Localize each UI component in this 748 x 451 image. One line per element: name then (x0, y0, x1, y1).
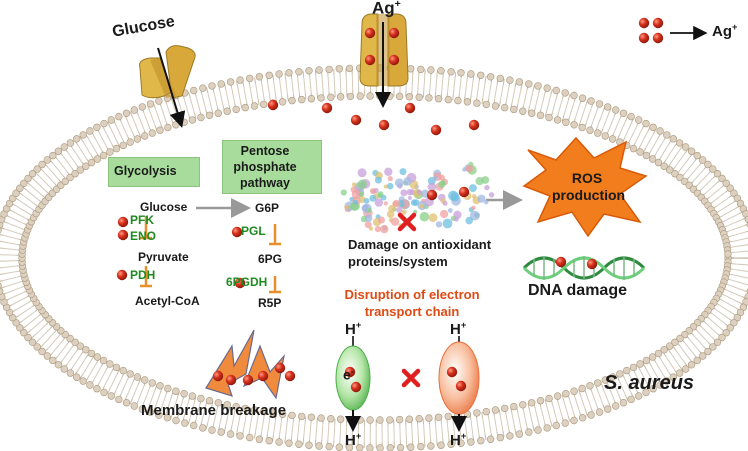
metabolite-6pg: 6PG (258, 252, 283, 266)
proton-top-green: H+ (345, 320, 362, 338)
silver-ion (586, 258, 598, 270)
electron-label: e- (343, 366, 354, 383)
antioxidant-protein-structure (340, 161, 495, 234)
silver-ion (404, 102, 416, 114)
silver-ion (257, 370, 269, 382)
glycolysis-box: Glycolysis (108, 157, 200, 187)
metabolite-glucose: Glucose (140, 200, 188, 214)
legend-silver-label: Ag+ (712, 22, 738, 40)
silver-ion (638, 32, 650, 44)
metabolite-r5p: R5P (258, 296, 282, 310)
enzyme-pfk: PFK (130, 213, 154, 227)
metabolite-pyruvate: Pyruvate (138, 250, 189, 264)
proton-bottom-green: H+ (345, 431, 362, 449)
silver-ion (426, 189, 438, 201)
silver-ion (116, 269, 128, 281)
silver-ion (321, 102, 333, 114)
silver-ion (225, 374, 237, 386)
glycolysis-label: Glycolysis (114, 164, 177, 178)
silver-ion (234, 277, 246, 289)
silver-ion (344, 366, 356, 378)
cross-icon (397, 212, 417, 232)
silver-input-label: Ag+ (372, 0, 401, 18)
silver-ion (267, 99, 279, 111)
proton-bottom-orange: H+ (450, 431, 467, 449)
ppp-label-line-2: phosphate (233, 160, 297, 174)
membrane-breakage-label: Membrane breakage (141, 402, 287, 419)
silver-ion (388, 27, 400, 39)
metabolite-acetyl-coa: Acetyl-CoA (135, 294, 200, 308)
silver-ion (388, 54, 400, 66)
organism-label: S. aureus (604, 372, 695, 394)
antioxidant-damage-label: Damage on antioxidant proteins/system (348, 237, 492, 269)
silver-ion (231, 226, 243, 238)
silver-ion (284, 370, 296, 382)
metabolite-g6p: G6P (255, 201, 280, 215)
silver-ion (652, 32, 664, 44)
silver-ion (430, 124, 442, 136)
ros-production-label: ROS production (552, 170, 626, 203)
proton-top-orange: H+ (450, 320, 467, 338)
silver-ion (364, 27, 376, 39)
silver-ions (116, 17, 664, 393)
silver-ion (212, 370, 224, 382)
cross-icon (401, 368, 421, 388)
silver-ion (638, 17, 650, 29)
silver-ion (274, 362, 286, 374)
ppp-label-line-3: pathway (239, 176, 290, 190)
silver-ion (446, 366, 458, 378)
silver-ion (378, 119, 390, 131)
inhibition-markers (140, 216, 281, 294)
silver-ion (350, 381, 362, 393)
etc-disruption-label: Disruption of electron transport chain (344, 287, 480, 319)
silver-ion (468, 119, 480, 131)
pentose-phosphate-box: Pentose phosphate pathway (222, 140, 322, 194)
silver-ion (117, 216, 129, 228)
silver-ion (350, 114, 362, 126)
complex-proton-orange (438, 336, 480, 432)
glucose-channel (139, 45, 196, 128)
enzyme-pgl: PGL (241, 224, 266, 238)
silver-ion (458, 186, 470, 198)
enzyme-pdh: PDH (130, 268, 156, 282)
dna-damage-label: DNA damage (528, 282, 627, 299)
silver-ion (455, 380, 467, 392)
enzyme-eno: ENO (130, 229, 157, 243)
silver-ion (242, 374, 254, 386)
silver-ion (117, 229, 129, 241)
ppp-label-line-1: Pentose (240, 144, 290, 158)
enzyme-6pgdh: 6PGDH (226, 275, 268, 289)
silver-ion (555, 256, 567, 268)
membrane-breakage-shards (205, 329, 286, 400)
complex-electron-green (335, 336, 371, 432)
silver-ion (652, 17, 664, 29)
silver-ion (364, 54, 376, 66)
ros-burst (522, 136, 648, 238)
dna-helix (522, 256, 646, 280)
